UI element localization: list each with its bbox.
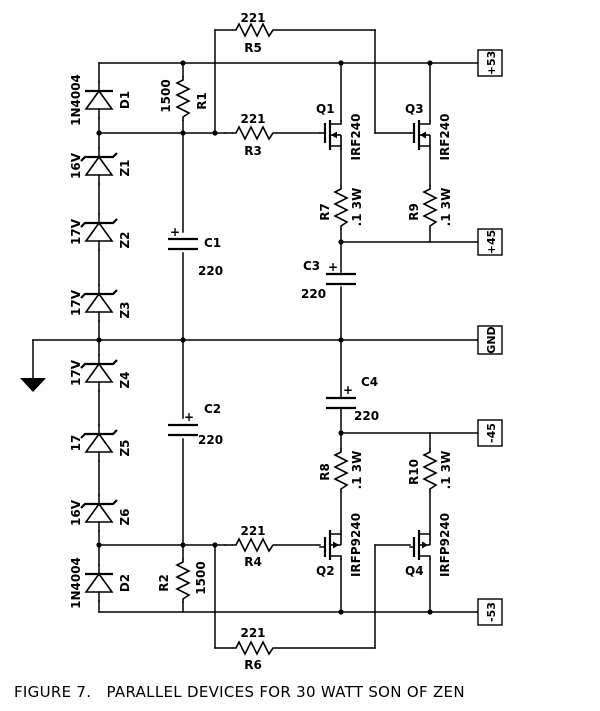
capacitor-c3: +	[326, 260, 356, 286]
c4-name: C4	[361, 375, 378, 389]
z4-name: Z4	[118, 371, 132, 388]
capacitor-c2: +	[168, 410, 198, 437]
junction-dots	[96, 60, 433, 615]
r4-value: 221	[240, 524, 265, 538]
mosfet-q3	[409, 120, 431, 150]
r7-name: R7	[318, 203, 332, 221]
q2-name: Q2	[316, 564, 335, 578]
figure-caption: FIGURE 7. PARALLEL DEVICES FOR 30 WATT S…	[14, 683, 465, 701]
rail-label-gnd: GND	[477, 325, 503, 355]
r2-name: R2	[157, 574, 171, 592]
rail-label-neg45: -45	[477, 419, 503, 447]
d1-value: 1N4004	[69, 74, 83, 126]
z2-name: Z2	[118, 231, 132, 248]
d2-name: D2	[118, 574, 132, 592]
zener-z6	[80, 494, 118, 532]
q1-name: Q1	[316, 102, 335, 116]
r1-name: R1	[195, 92, 209, 110]
zener-z1	[80, 147, 118, 185]
mosfet-q4	[409, 530, 431, 560]
resistor-r8	[333, 448, 349, 493]
r6-value: 221	[240, 626, 265, 640]
resistor-r5	[232, 22, 277, 38]
r8-value: .1 3W	[350, 451, 364, 490]
zener-z4	[80, 354, 118, 392]
resistor-r4	[232, 537, 277, 553]
c2-name: C2	[204, 402, 221, 416]
z5-value: 17	[69, 435, 83, 452]
rail-label-neg53: -53	[477, 598, 503, 626]
rail-label-pos45: +45	[477, 228, 503, 256]
r10-name: R10	[407, 459, 421, 485]
c3-plus-sign: +	[328, 260, 338, 274]
q3-name: Q3	[405, 102, 424, 116]
diode-d2	[84, 564, 114, 602]
rail-neg53-text: -53	[485, 602, 498, 622]
r8-name: R8	[318, 463, 332, 481]
z6-value: 16V	[69, 499, 83, 526]
z5-name: Z5	[118, 439, 132, 456]
resistor-r1	[175, 76, 191, 121]
c3-name: C3	[303, 259, 320, 273]
r5-value: 221	[240, 11, 265, 25]
c1-plus-sign: +	[170, 225, 180, 239]
r7-value: .1 3W	[350, 188, 364, 227]
c4-value: 220	[354, 409, 379, 423]
ground-symbol	[20, 378, 46, 392]
q4-name: Q4	[405, 564, 424, 578]
r9-value: .1 3W	[439, 188, 453, 227]
diode-d1	[84, 81, 114, 119]
z3-value: 17V	[69, 289, 83, 316]
z6-name: Z6	[118, 508, 132, 525]
c2-value: 220	[198, 433, 223, 447]
resistor-r10	[422, 448, 438, 493]
d1-name: D1	[118, 91, 132, 109]
r1-value: 1500	[159, 79, 173, 112]
resistor-r3	[232, 125, 277, 141]
z4-value: 17V	[69, 359, 83, 386]
zener-z5	[80, 424, 118, 462]
c4-plus-sign: +	[343, 383, 353, 397]
rail-label-pos53: +53	[477, 49, 503, 77]
resistor-r7	[333, 185, 349, 230]
q1-value: IRF240	[349, 114, 363, 161]
wires	[32, 29, 479, 649]
mosfet-q1	[319, 120, 342, 150]
r10-value: .1 3W	[439, 451, 453, 490]
capacitor-c1: +	[168, 225, 198, 251]
z2-value: 17V	[69, 218, 83, 245]
r3-name: R3	[244, 144, 262, 158]
rail-pos45-text: +45	[485, 230, 498, 255]
c1-value: 220	[198, 264, 223, 278]
resistor-r9	[422, 185, 438, 230]
zener-z2	[80, 213, 118, 251]
r9-name: R9	[407, 203, 421, 221]
z1-value: 16V	[69, 152, 83, 179]
q3-value: IRF240	[438, 114, 452, 161]
r4-name: R4	[244, 555, 262, 569]
c3-value: 220	[301, 287, 326, 301]
c1-name: C1	[204, 236, 221, 250]
resistor-r2	[175, 558, 191, 603]
z3-name: Z3	[118, 301, 132, 318]
rail-neg45-text: -45	[485, 423, 498, 443]
r5-name: R5	[244, 41, 262, 55]
rail-gnd-text: GND	[485, 326, 498, 353]
r6-name: R6	[244, 658, 262, 672]
capacitor-c4: +	[326, 383, 356, 410]
c2-plus-sign: +	[184, 410, 194, 424]
r2-value: 1500	[194, 561, 208, 594]
q2-value: IRFP9240	[349, 513, 363, 577]
resistor-r6	[232, 640, 277, 656]
d2-value: 1N4004	[69, 557, 83, 609]
q4-value: IRFP9240	[438, 513, 452, 577]
zener-z3	[80, 284, 118, 322]
rail-pos53-text: +53	[485, 51, 498, 76]
r3-value: 221	[240, 112, 265, 126]
z1-name: Z1	[118, 159, 132, 176]
mosfet-q2	[319, 530, 342, 560]
